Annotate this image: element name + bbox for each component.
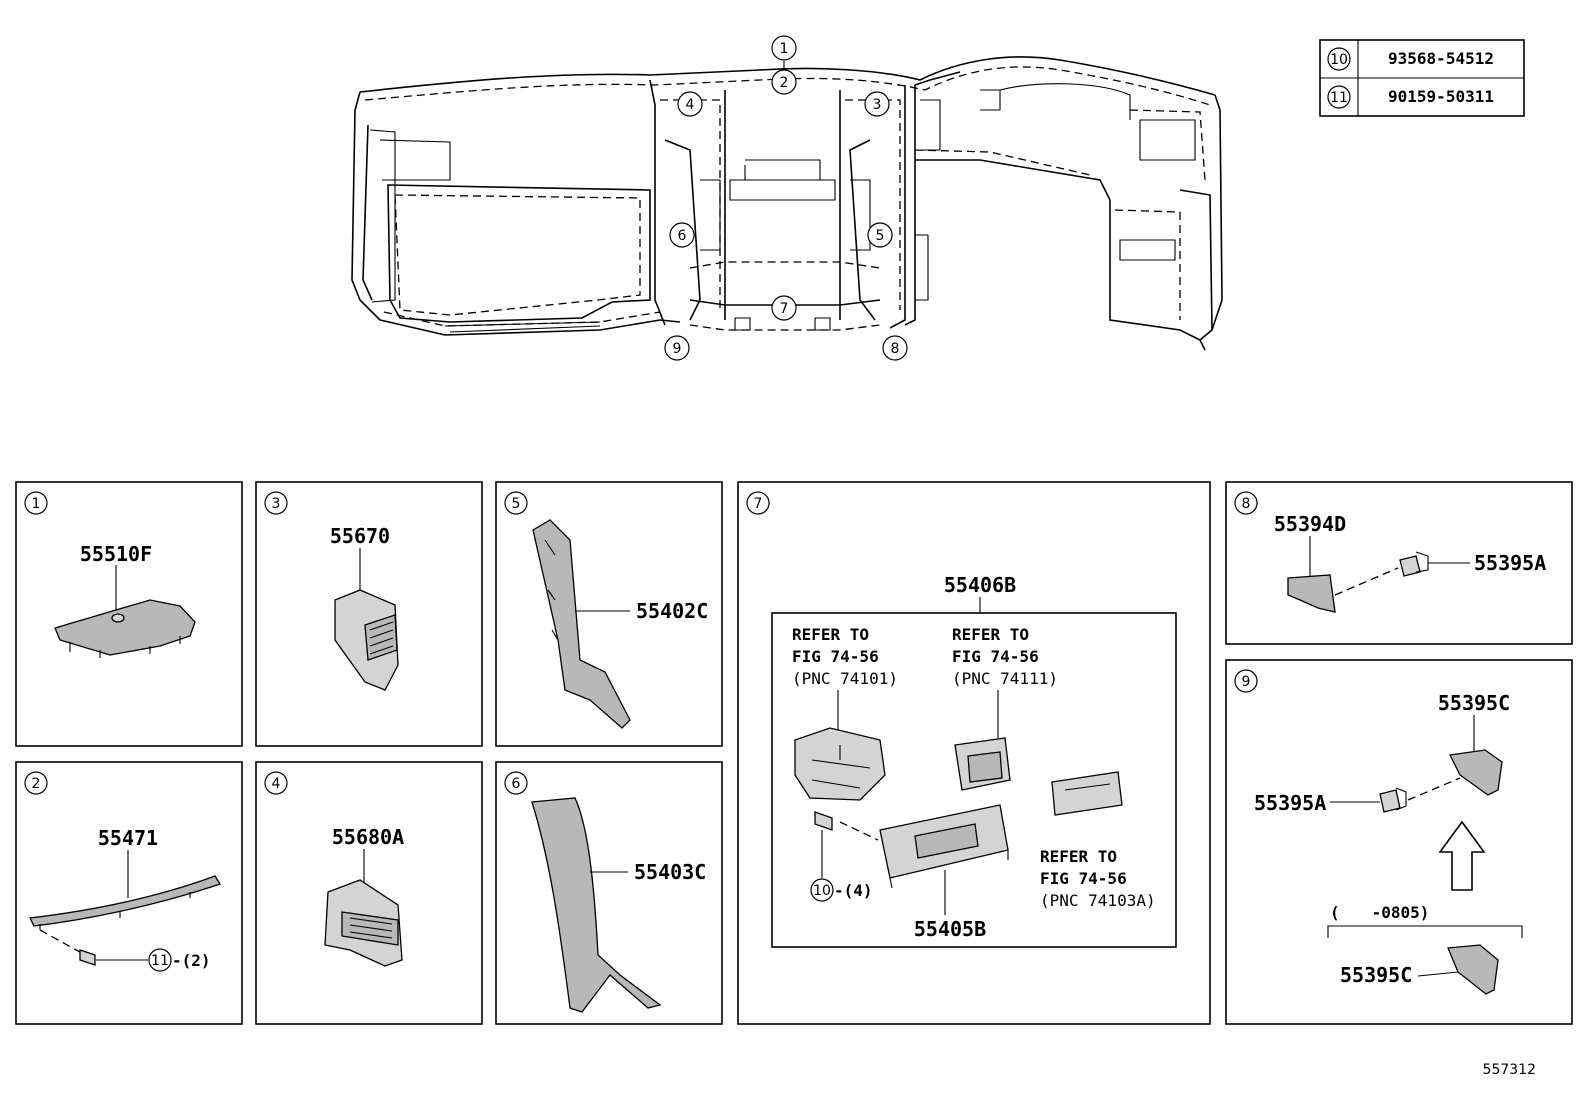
panel-8: 8 55394D 55395A <box>1225 481 1573 645</box>
svg-text:8: 8 <box>891 341 900 357</box>
date-range: ( -0805) <box>1330 903 1429 922</box>
arrow-up-icon <box>1438 820 1486 891</box>
part-55403C-illustration <box>531 797 662 1013</box>
part-number-55406B: 55406B <box>944 573 1016 597</box>
svg-text:(PNC 74101): (PNC 74101) <box>792 669 898 688</box>
svg-text:11: 11 <box>1330 90 1348 106</box>
part-number-55395C-top: 55395C <box>1438 691 1510 715</box>
svg-text:4: 4 <box>686 97 695 113</box>
part-number-55510F: 55510F <box>80 542 152 566</box>
panel-2: 2 55471 11 -(2) <box>15 761 243 1025</box>
svg-text:4: 4 <box>272 776 281 792</box>
svg-text:5: 5 <box>512 496 521 512</box>
switch-74103A-illustration <box>1051 771 1123 816</box>
part-55402C-illustration <box>532 519 631 729</box>
svg-text:FIG 74-56: FIG 74-56 <box>952 647 1039 666</box>
part-number-55394D: 55394D <box>1274 512 1346 536</box>
main-callout-7: 7 <box>771 295 797 321</box>
svg-text:9: 9 <box>673 341 682 357</box>
part-number-55395C-bottom: 55395C <box>1340 963 1412 987</box>
svg-text:REFER TO: REFER TO <box>1040 847 1117 866</box>
svg-text:REFER TO: REFER TO <box>952 625 1029 644</box>
main-callout-9: 9 <box>664 335 690 361</box>
svg-text:3: 3 <box>873 97 882 113</box>
part-number-55402C: 55402C <box>636 599 708 623</box>
panel-9: 9 55395C 55395A ( -0805) 55395C <box>1225 659 1573 1025</box>
svg-text:2: 2 <box>32 776 41 792</box>
panel-1: 1 55510F <box>15 481 243 747</box>
part-number-55680A: 55680A <box>332 825 404 849</box>
part-number-55471: 55471 <box>98 826 158 850</box>
part-number-55405B: 55405B <box>914 917 986 941</box>
svg-text:3: 3 <box>272 496 281 512</box>
svg-text:10: 10 <box>1330 52 1348 68</box>
part-number-55395A-top: 55395A <box>1474 551 1546 575</box>
svg-text:11: 11 <box>151 953 169 969</box>
diagram-id: 557312 <box>1483 1062 1536 1078</box>
svg-text:9: 9 <box>1242 674 1251 690</box>
main-callout-1: 1 <box>771 35 797 70</box>
svg-text:7: 7 <box>754 496 763 512</box>
svg-text:6: 6 <box>678 228 687 244</box>
svg-text:-(4): -(4) <box>834 881 873 900</box>
refer-note-pnc-74101: REFER TO FIG 74-56 (PNC 74101) <box>792 625 898 688</box>
refer-note-pnc-74111: REFER TO FIG 74-56 (PNC 74111) <box>952 625 1058 688</box>
svg-text:5: 5 <box>876 228 885 244</box>
part-55471-illustration <box>29 875 221 927</box>
svg-text:1: 1 <box>780 41 789 57</box>
svg-text:FIG 74-56: FIG 74-56 <box>1040 869 1127 888</box>
main-callout-5: 5 <box>867 222 893 248</box>
dashboard-frame-illustration <box>351 56 1223 351</box>
part-55395C-alt-illustration <box>1447 944 1499 995</box>
svg-text:90159-50311: 90159-50311 <box>1388 87 1494 106</box>
panel-4: 4 55680A <box>255 761 483 1025</box>
main-callout-4: 4 <box>677 91 703 117</box>
main-callout-6: 6 <box>669 222 695 248</box>
part-55510F-illustration <box>54 599 196 656</box>
fastener-row-10: 10 93568-54512 <box>1327 47 1494 71</box>
refer-note-pnc-74103A: REFER TO FIG 74-56 (PNC 74103A) <box>1040 847 1156 910</box>
panel-7: 7 55406B REFER TO FIG 74-56 (PNC 74101) … <box>737 481 1211 1025</box>
part-55394D-illustration <box>1287 574 1336 613</box>
svg-text:(PNC 74111): (PNC 74111) <box>952 669 1058 688</box>
svg-text:8: 8 <box>1242 496 1251 512</box>
svg-text:-(2): -(2) <box>172 951 211 970</box>
svg-text:7: 7 <box>780 301 789 317</box>
panel-3: 3 55670 <box>255 481 483 747</box>
fastener-table: 10 93568-54512 11 90159-50311 <box>1319 39 1525 117</box>
main-callout-2: 2 <box>771 69 797 95</box>
panel-6: 6 55403C <box>495 761 723 1025</box>
part-number-55403C: 55403C <box>634 860 706 884</box>
svg-text:2: 2 <box>780 75 789 91</box>
svg-text:6: 6 <box>512 776 521 792</box>
panel-5: 5 55402C <box>495 481 723 747</box>
part-55395C-illustration <box>1449 749 1503 796</box>
svg-text:REFER TO: REFER TO <box>792 625 869 644</box>
svg-text:1: 1 <box>32 496 41 512</box>
svg-text:93568-54512: 93568-54512 <box>1388 49 1494 68</box>
svg-text:10: 10 <box>813 883 831 899</box>
part-number-55395A-bottom: 55395A <box>1254 791 1326 815</box>
part-number-55670: 55670 <box>330 524 390 548</box>
svg-text:FIG 74-56: FIG 74-56 <box>792 647 879 666</box>
fastener-row-11: 11 90159-50311 <box>1327 85 1494 109</box>
svg-text:(PNC 74103A): (PNC 74103A) <box>1040 891 1156 910</box>
main-callout-3: 3 <box>864 91 890 117</box>
main-callout-8: 8 <box>882 335 908 361</box>
clip-55395A-illustration <box>1399 555 1421 577</box>
